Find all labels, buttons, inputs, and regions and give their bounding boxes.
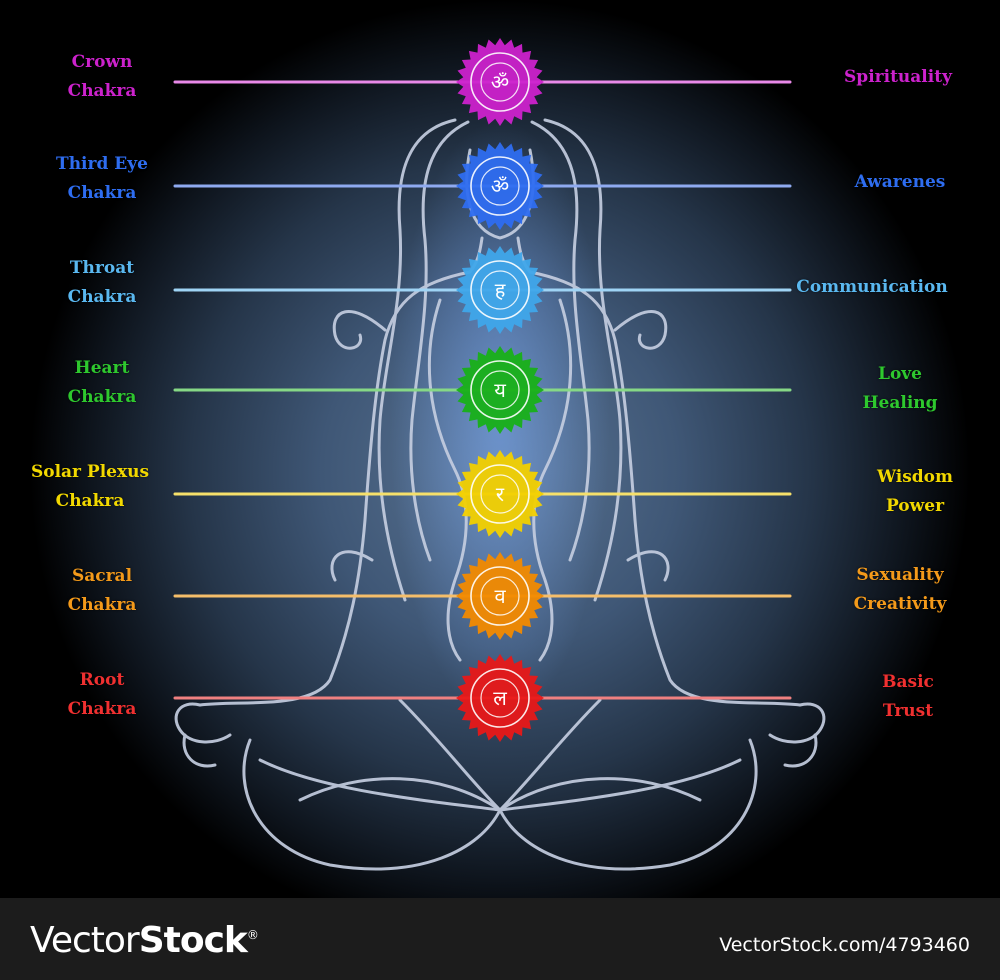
chakra-symbol-heart-icon: य bbox=[456, 346, 544, 434]
sacral-chakra-label-line1: Sacral bbox=[71, 566, 133, 586]
sacral-meaning-label: Sexuality Creativity bbox=[800, 561, 1000, 619]
solar-plexus-chakra-label-line2: Chakra bbox=[55, 491, 125, 511]
root-chakra-label: Root Chakra bbox=[12, 666, 192, 724]
heart-meaning-label: Love Healing bbox=[800, 360, 1000, 418]
sacral-chakra-label-line2: Chakra bbox=[67, 595, 137, 615]
root-meaning-label: Basic Trust bbox=[808, 668, 1000, 726]
root-meaning-line2: Trust bbox=[882, 701, 934, 721]
chakra-glyph-third-eye: ॐ bbox=[491, 174, 509, 198]
registered-mark: ® bbox=[246, 928, 259, 942]
third-eye-chakra-label-line1: Third Eye bbox=[56, 154, 148, 174]
heart-meaning-line2: Healing bbox=[862, 393, 938, 413]
third-eye-meaning-line1: Awarenes bbox=[854, 172, 946, 192]
solar-plexus-chakra-label-line1: Solar Plexus bbox=[30, 462, 150, 482]
chakra-glyph-heart: य bbox=[494, 378, 506, 402]
crown-meaning-line1: Spirituality bbox=[844, 67, 952, 87]
crown-chakra-label-line1: Crown bbox=[71, 52, 133, 72]
throat-chakra-label-line2: Chakra bbox=[67, 287, 137, 307]
heart-meaning-line1: Love bbox=[878, 364, 922, 384]
third-eye-meaning-label: Awarenes bbox=[800, 168, 1000, 197]
chakra-glyph-root: ल bbox=[493, 686, 507, 710]
solar-plexus-meaning-line2: Power bbox=[885, 496, 945, 516]
heart-chakra-label: Heart Chakra bbox=[12, 354, 192, 412]
root-chakra-label-line2: Chakra bbox=[67, 699, 137, 719]
solar-plexus-chakra-label: Solar Plexus Chakra bbox=[0, 458, 180, 516]
chakra-symbol-sacral-icon: व bbox=[456, 552, 544, 640]
diagram-canvas: ॐ ॐ ह य र व ल Crown Chakra Spirituality Third … bbox=[0, 0, 1000, 898]
chakra-diagram: ॐ ॐ ह य र व ल bbox=[173, 38, 826, 871]
heart-chakra-label-line1: Heart bbox=[74, 358, 130, 378]
chakra-symbol-crown-icon: ॐ bbox=[456, 38, 544, 126]
sacral-meaning-line2: Creativity bbox=[853, 594, 947, 614]
chakra-symbol-root-icon: ल bbox=[456, 654, 544, 742]
chakra-symbol-throat-icon: ह bbox=[456, 246, 544, 334]
throat-meaning-line1: Communication bbox=[796, 277, 948, 297]
solar-plexus-meaning-line1: Wisdom bbox=[876, 467, 954, 487]
chakra-glyph-crown: ॐ bbox=[491, 70, 509, 94]
root-meaning-line1: Basic bbox=[882, 672, 934, 692]
crown-meaning-label: Spirituality bbox=[798, 63, 998, 92]
footer-bar bbox=[0, 898, 1000, 980]
third-eye-chakra-label-line2: Chakra bbox=[67, 183, 137, 203]
chakra-symbol-solar-plexus-icon: र bbox=[456, 450, 544, 538]
sacral-meaning-line1: Sexuality bbox=[856, 565, 944, 585]
vectorstock-logo: VectorStock® bbox=[30, 920, 259, 961]
chakra-glyph-solar-plexus: र bbox=[496, 482, 505, 506]
image-credit: VectorStock.com/4793460 bbox=[719, 934, 970, 956]
solar-plexus-meaning-label: Wisdom Power bbox=[815, 463, 1000, 521]
third-eye-chakra-label: Third Eye Chakra bbox=[12, 150, 192, 208]
heart-chakra-label-line2: Chakra bbox=[67, 387, 137, 407]
crown-chakra-label-line2: Chakra bbox=[67, 81, 137, 101]
chakra-glyph-sacral: व bbox=[494, 584, 506, 608]
throat-meaning-label: Communication bbox=[772, 273, 972, 302]
logo-part-stock: Stock bbox=[138, 920, 248, 961]
throat-chakra-label: Throat Chakra bbox=[12, 254, 192, 312]
logo-part-vector: Vector bbox=[30, 920, 140, 961]
root-chakra-label-line1: Root bbox=[79, 670, 125, 690]
crown-chakra-label: Crown Chakra bbox=[12, 48, 192, 106]
throat-chakra-label-line1: Throat bbox=[69, 258, 135, 278]
chakra-symbol-third-eye-icon: ॐ bbox=[456, 142, 544, 230]
chakra-glyph-throat: ह bbox=[495, 278, 506, 302]
sacral-chakra-label: Sacral Chakra bbox=[12, 562, 192, 620]
